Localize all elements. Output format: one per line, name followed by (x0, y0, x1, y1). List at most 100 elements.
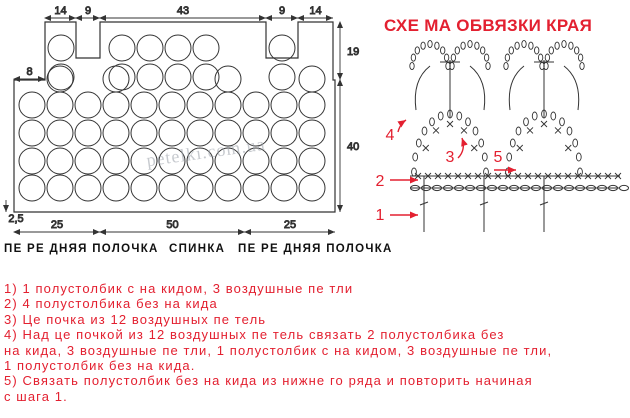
motif-circles (18, 34, 326, 202)
chain-stitch (509, 138, 516, 148)
dim-top-left-strap-label: 14 (54, 5, 66, 17)
motif-circle (158, 174, 186, 202)
marker-1: 1 (376, 207, 385, 224)
motif-circle (298, 147, 326, 175)
motif-circle (47, 63, 75, 91)
motif-circle (186, 91, 214, 119)
chain-stitch (478, 138, 485, 148)
motif-circle (18, 119, 46, 147)
chain-stitch (575, 152, 582, 162)
single-crochet (422, 144, 430, 152)
chain-stitch (472, 126, 479, 136)
single-crochet (434, 172, 442, 180)
instruction-line: 1) 1 полустолбик с на кидом, 3 воздушные… (4, 281, 354, 296)
chain-stitch (450, 53, 457, 62)
scheme-title: СХЕ МА ОБВЯЗКИ КРАЯ (384, 16, 593, 35)
chain-stitch (454, 184, 464, 192)
chain-stitch (534, 46, 540, 55)
single-crochet (604, 172, 612, 180)
marker-4: 4 (386, 127, 395, 144)
motif-circle (242, 119, 270, 147)
single-crochet (524, 172, 532, 180)
instruction-line: 5) Связать полустолбик без на кида из ни… (4, 373, 533, 389)
motif-circle (136, 34, 164, 62)
motif-circle (214, 65, 242, 93)
instruction-line: с шага 1. (4, 388, 68, 404)
motif-circle (102, 91, 130, 119)
motif-circle (46, 119, 74, 147)
motif-circle (74, 119, 102, 147)
chain-stitch (443, 53, 450, 62)
chain-stitch (574, 46, 580, 55)
chain-stitch (427, 39, 433, 49)
chain-stitch (537, 53, 544, 62)
single-crochet (446, 120, 454, 128)
motif-circle (136, 63, 164, 91)
chain-stitch (531, 184, 541, 192)
chain-stitch (429, 117, 435, 127)
chain-stitch (508, 46, 514, 55)
motif-circle (74, 174, 102, 202)
single-crochet (554, 127, 562, 134)
motif-circle (102, 119, 130, 147)
dim-left-small-label: 2,5 (8, 213, 23, 225)
motif-circle (102, 65, 130, 93)
post-tick (479, 201, 489, 206)
chain-stitch (421, 126, 428, 136)
chain-stitch (523, 117, 529, 127)
single-crochet (526, 127, 534, 134)
chain-stitch (409, 61, 415, 71)
motif-circle (74, 91, 102, 119)
motif-circle (108, 34, 136, 62)
chain-stitch (411, 167, 417, 177)
dim-top-right-strap-label: 14 (309, 5, 321, 17)
chain-stitch (415, 138, 422, 148)
motif-circle (270, 91, 298, 119)
motif-circle (46, 147, 74, 175)
motif-circle (214, 147, 242, 175)
instruction-line: 2) 4 полустолбика без на кида (4, 296, 218, 312)
dim-top-left-gap-label: 9 (85, 5, 91, 17)
single-crochet (470, 144, 478, 152)
chain-stitch (577, 53, 584, 62)
dim-bottom-left-label: 25 (51, 219, 63, 231)
chain-stitch (554, 41, 560, 50)
chain-stitch (434, 41, 440, 50)
chain-stitch (465, 184, 475, 192)
motif-circle (270, 147, 298, 175)
dim-bottom-middle-label: 50 (166, 219, 178, 231)
motif-circle (102, 174, 130, 202)
chain-stitch (443, 184, 453, 192)
chain-stitch (421, 184, 431, 192)
chain-stitch (454, 46, 460, 55)
motif-circle (298, 65, 326, 93)
marker-4-arrow (397, 119, 407, 133)
single-crochet (474, 172, 482, 180)
motif-circle (102, 147, 130, 175)
chain-stitch (579, 61, 585, 71)
chain-stitch (521, 39, 527, 49)
single-crochet (574, 172, 582, 180)
marker-5: 5 (494, 149, 503, 166)
chain-stitch (456, 111, 463, 121)
motif-circle (46, 174, 74, 202)
dim-bottom-right-label: 25 (284, 219, 296, 231)
chain-stitch (460, 41, 466, 50)
motif-circle (270, 174, 298, 202)
chain-stitch (572, 138, 579, 148)
motif-circle (242, 174, 270, 202)
chain-stitch (548, 46, 554, 55)
marker-3: 3 (446, 149, 455, 166)
motif-circle (74, 147, 102, 175)
chain-stitch (568, 41, 574, 50)
chain-stitch (597, 184, 607, 192)
chain-stitch (509, 184, 519, 192)
dim-top-middle-label: 43 (177, 5, 189, 17)
motif-circle (130, 91, 158, 119)
motif-circle (130, 147, 158, 175)
instruction-line: 1 полустолбик без на кида. (4, 358, 196, 374)
motif-circle (18, 91, 46, 119)
